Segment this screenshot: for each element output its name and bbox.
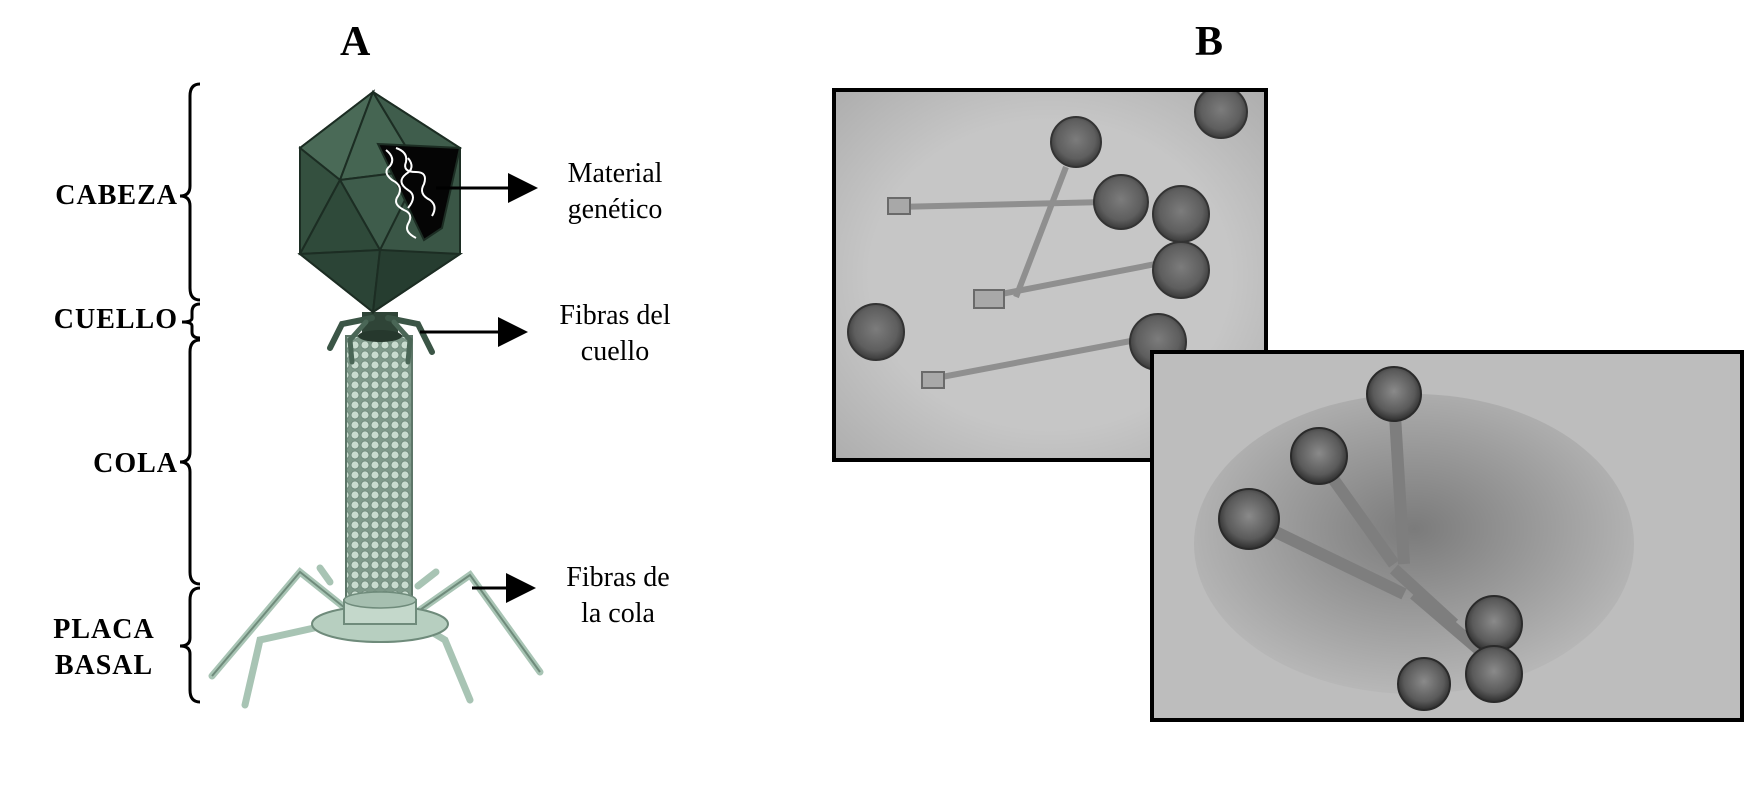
panel-label-a: A bbox=[340, 19, 371, 65]
annotation-tail-fibers-line1: Fibras de bbox=[566, 562, 670, 593]
tail-sheath bbox=[345, 335, 413, 605]
annotation-genetic-line1: Material bbox=[567, 158, 663, 189]
base-plate bbox=[311, 591, 449, 643]
micrograph-2-phages bbox=[1194, 366, 1634, 711]
neck-collar bbox=[327, 312, 435, 365]
annotation-tail-fibers: Fibras de la cola bbox=[538, 560, 698, 632]
annotation-neck-fibers: Fibras del cuello bbox=[532, 298, 698, 370]
annotation-genetic-line2: genético bbox=[567, 194, 663, 225]
micrograph-1 bbox=[832, 88, 1268, 462]
label-baseplate: PLACA BASAL bbox=[30, 612, 178, 684]
brace-neck bbox=[181, 302, 201, 340]
label-tail: COLA bbox=[93, 448, 178, 479]
brace-baseplate bbox=[179, 586, 201, 704]
brace-tail bbox=[179, 338, 201, 586]
capsid-head bbox=[297, 89, 464, 315]
annotation-neck-fibers-line2: cuello bbox=[580, 336, 650, 367]
micrograph-2 bbox=[1150, 350, 1744, 722]
label-baseplate-line2: BASAL bbox=[54, 650, 154, 681]
label-neck: CUELLO bbox=[53, 304, 178, 335]
genetic-material bbox=[385, 147, 436, 239]
panel-label-b: B bbox=[1195, 19, 1224, 65]
annotation-tail-fibers-line2: la cola bbox=[581, 598, 655, 629]
label-head: CABEZA bbox=[55, 180, 178, 211]
bacteriophage-illustration bbox=[179, 82, 544, 709]
brace-head bbox=[179, 82, 201, 302]
annotation-genetic-material: Material genético bbox=[540, 156, 690, 228]
label-baseplate-line1: PLACA bbox=[53, 614, 155, 645]
annotation-neck-fibers-line1: Fibras del bbox=[559, 300, 671, 331]
